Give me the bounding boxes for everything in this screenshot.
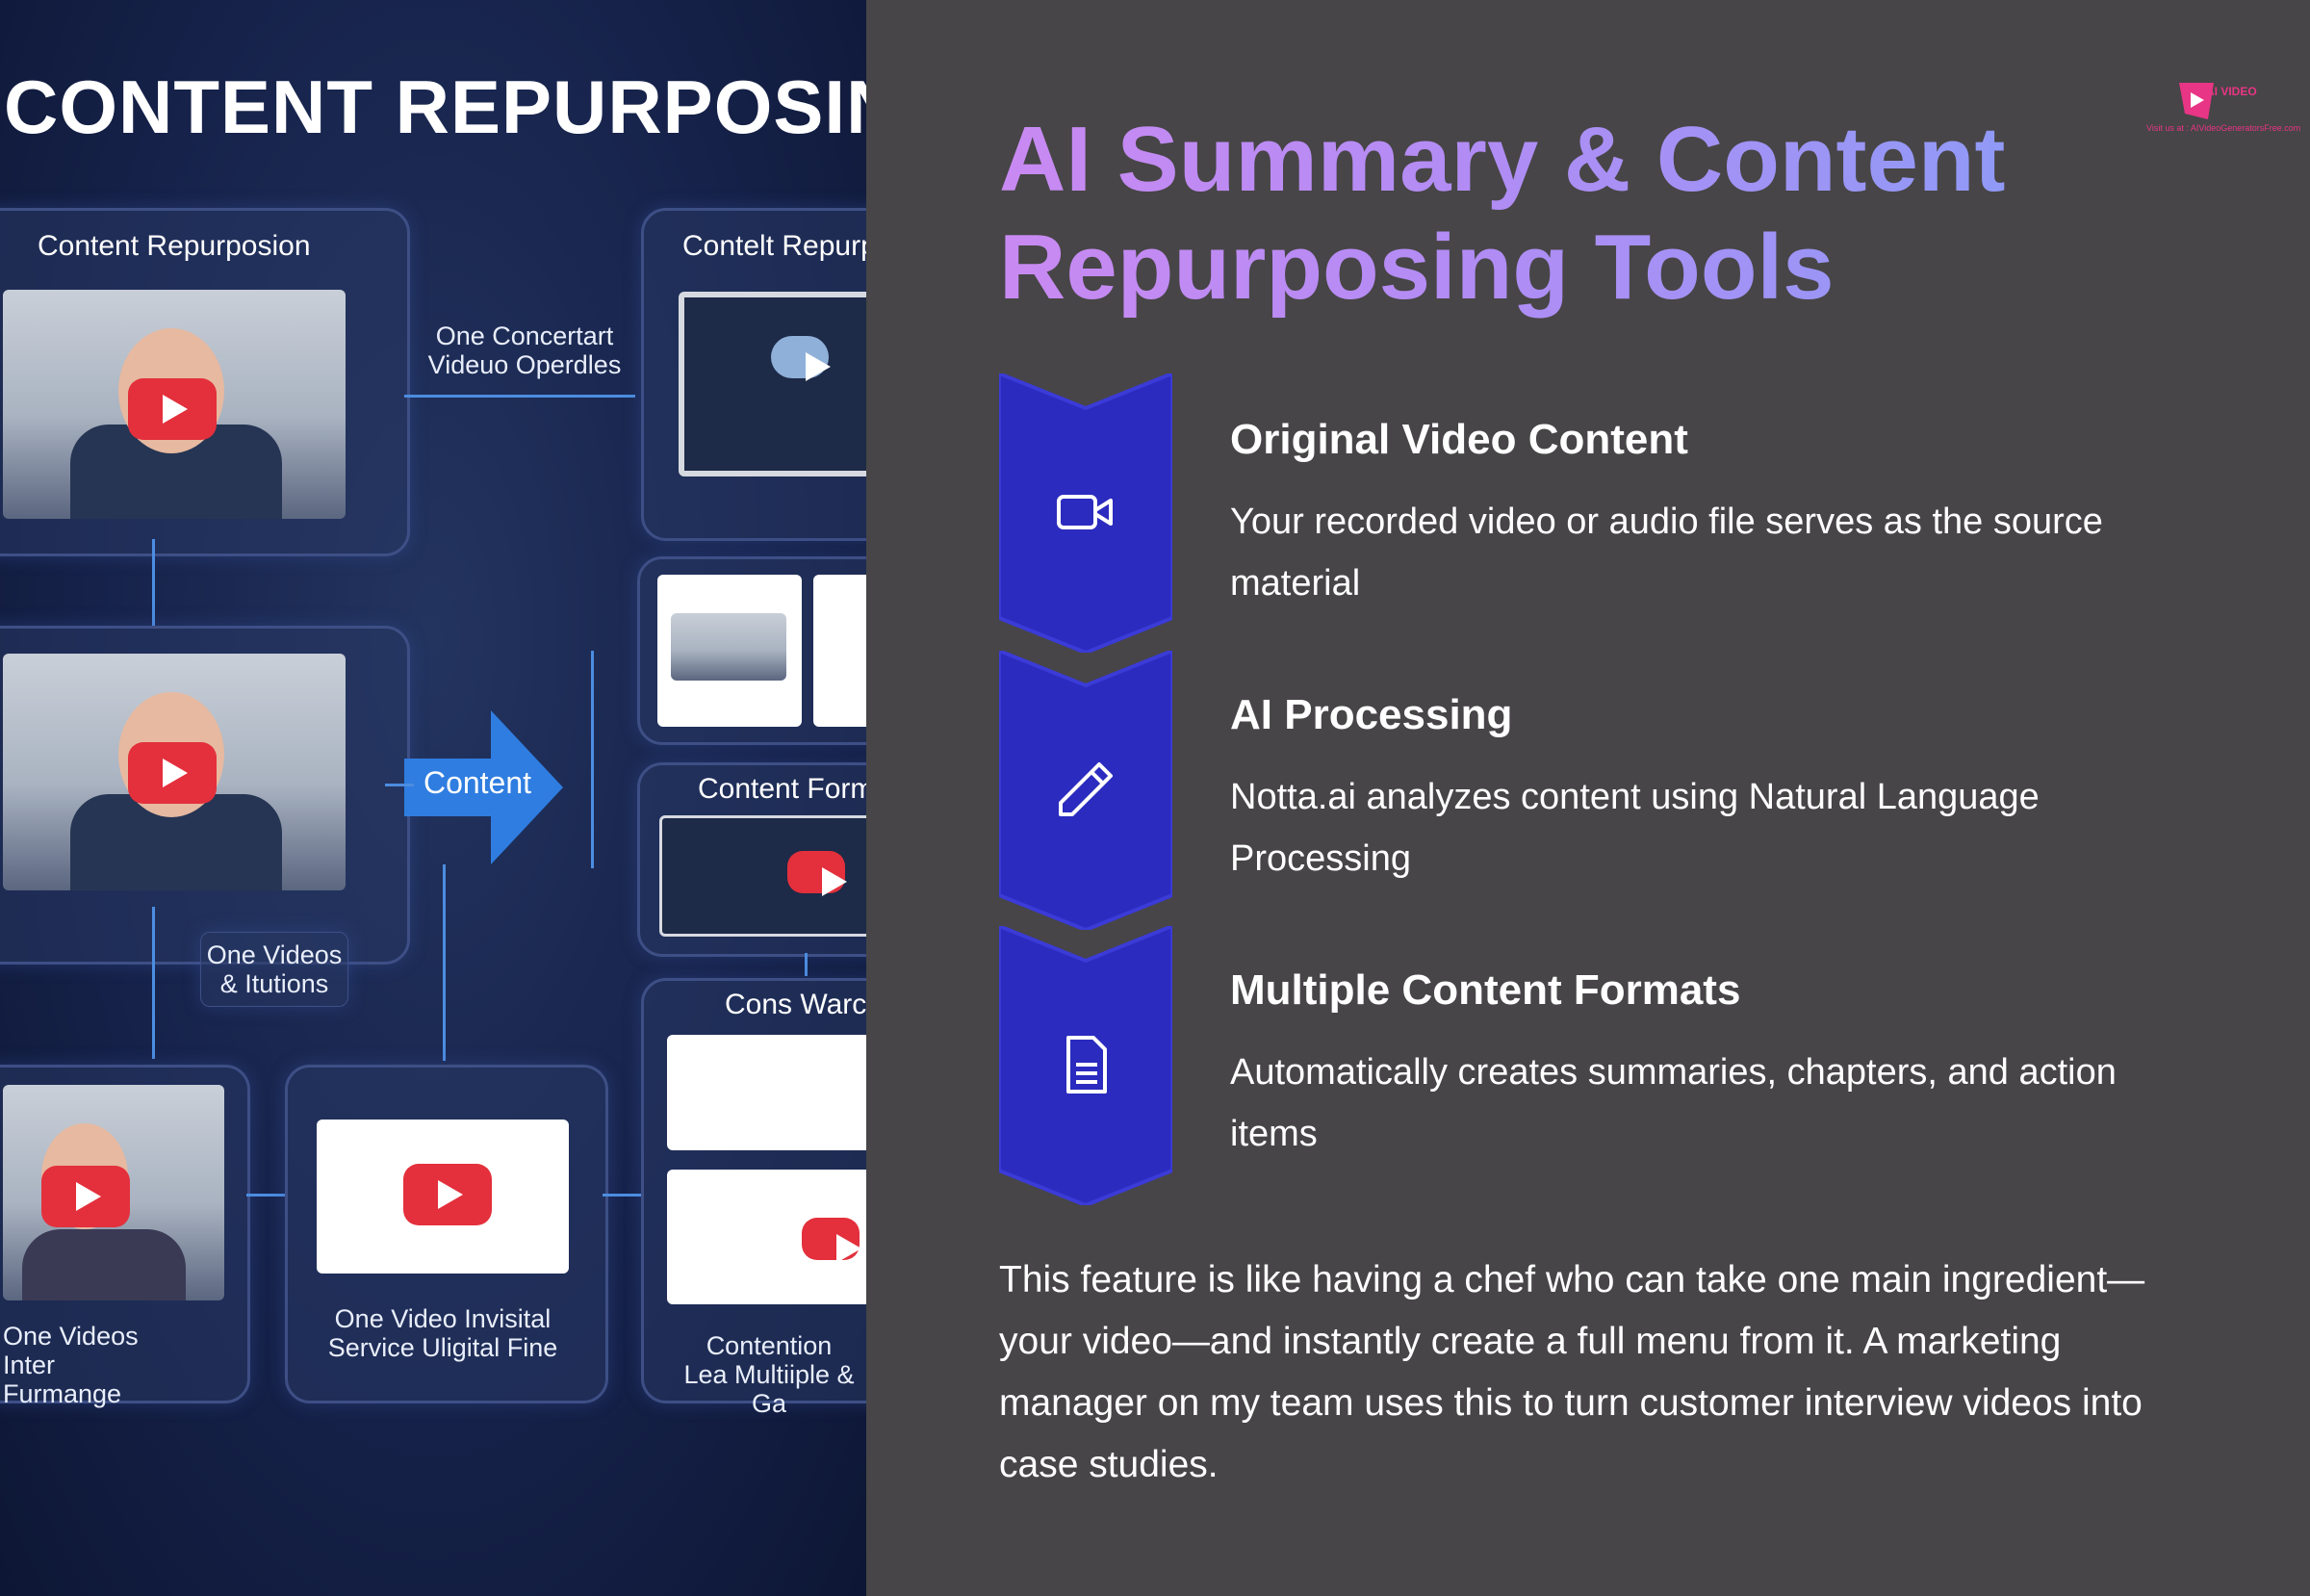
content-arrow-label: Content — [423, 765, 532, 800]
step-badge-3 — [997, 923, 1174, 1208]
feature-panel: AI Summary & Content Repurposing Tools A… — [866, 0, 2310, 1596]
step-description: Notta.ai analyzes content using Natural … — [1230, 777, 2040, 879]
step-description: Your recorded video or audio file serves… — [1230, 502, 2103, 604]
caption-bottom-left: One Videos Inter Furmange — [3, 1322, 139, 1408]
connector-arrow — [152, 907, 155, 1059]
page-title: AI Summary & Content Repurposing Tools — [999, 106, 2058, 322]
ai-video-logo-icon — [2179, 83, 2214, 119]
play-icon — [787, 851, 847, 896]
panel-top-right: Contelt Repurp — [641, 208, 866, 541]
caption-bottom-right: Contention Lea Multiiple & Ga — [683, 1331, 855, 1418]
caption-mid-left: One Videos & Itutions — [206, 940, 343, 998]
panel-label: Cons Warcti — [725, 989, 866, 1020]
connector-arrow — [603, 1194, 641, 1197]
app-screen — [813, 575, 866, 727]
content-repurposing-illustration: CONTENT REPURPOSING Content Repurposion … — [0, 0, 866, 1596]
panel-right-formats: Content Form — [637, 762, 866, 957]
connector-arrow — [246, 1194, 285, 1197]
step-badge-2 — [997, 648, 1174, 933]
caption-bottom-center: One Video Invisital Service Uligital Fin… — [327, 1304, 558, 1362]
caption-box: One Videos & Itutions — [200, 932, 348, 1007]
panel-top-left: Content Repurposion — [0, 208, 410, 556]
chart-screen — [667, 1170, 866, 1304]
connector-arrow — [385, 784, 414, 786]
play-icon — [403, 1164, 492, 1225]
caption-top-center: One Concertart Videuo Operdles — [427, 322, 622, 379]
step-title: Original Video Content — [1230, 416, 1688, 463]
video-camera-icon — [1057, 495, 1113, 529]
illustration-title: CONTENT REPURPOSING — [4, 64, 866, 149]
panel-middle-left — [0, 626, 410, 965]
panel-label: Contelt Repurp — [682, 230, 866, 262]
panel-bottom-left: One Videos Inter Furmange — [0, 1065, 250, 1408]
play-icon — [128, 742, 217, 804]
play-icon — [802, 1218, 861, 1263]
connector-arrow — [591, 651, 594, 868]
connector-arrow — [404, 395, 635, 398]
logo-subtitle: Visit us at : AIVideoGeneratorsFree.com — [2146, 123, 2301, 133]
app-screen — [657, 575, 802, 727]
body-paragraph: This feature is like having a chef who c… — [999, 1259, 2145, 1485]
document-icon — [1066, 1036, 1107, 1094]
connector-arrow — [805, 953, 808, 976]
connector-arrow — [443, 864, 446, 1061]
video-thumbnail — [3, 654, 346, 890]
panel-label: Content Repurposion — [38, 230, 311, 262]
app-screen — [659, 815, 866, 937]
panel-right-screens — [637, 556, 866, 745]
app-screen — [317, 1120, 569, 1274]
monitor-screen — [679, 292, 866, 476]
play-icon — [771, 336, 831, 381]
step-badge-1 — [997, 371, 1174, 656]
panel-right-bottom: Cons Warcti Contention Lea Multiiple & G… — [641, 978, 866, 1418]
step-title: Multiple Content Formats — [1230, 966, 1741, 1014]
panel-bottom-center: One Video Invisital Service Uligital Fin… — [285, 1065, 608, 1403]
video-thumbnail — [3, 1085, 224, 1300]
step-title: AI Processing — [1230, 691, 1513, 738]
play-icon — [128, 378, 217, 440]
logo-name: AI VIDEO — [2206, 85, 2257, 98]
play-icon — [41, 1166, 130, 1227]
content-arrow-icon — [404, 710, 563, 864]
app-screen — [667, 1035, 866, 1150]
pen-icon — [1059, 762, 1113, 816]
panel-label: Content Form — [698, 773, 866, 805]
connector-arrow — [152, 539, 155, 626]
video-thumbnail — [3, 290, 346, 519]
step-description: Automatically creates summaries, chapter… — [1230, 1052, 2117, 1154]
